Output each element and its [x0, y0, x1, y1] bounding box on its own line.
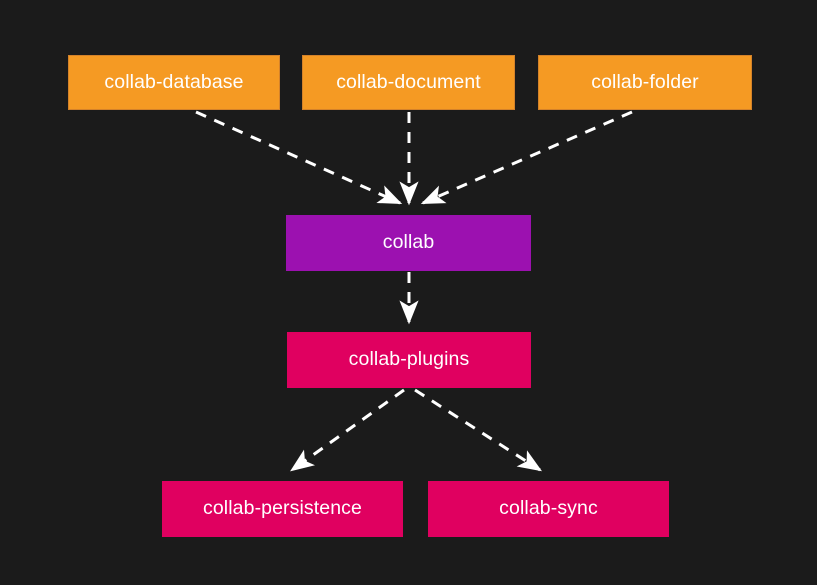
node-collab-database[interactable]: collab-database: [68, 55, 280, 110]
node-collab-plugins[interactable]: collab-plugins: [287, 332, 531, 388]
node-label: collab-persistence: [203, 497, 362, 520]
node-collab-folder[interactable]: collab-folder: [538, 55, 752, 110]
edge-collab-folder-to-collab: [420, 110, 633, 205]
node-collab[interactable]: collab: [286, 215, 531, 271]
node-label: collab-database: [104, 70, 244, 93]
node-collab-document[interactable]: collab-document: [302, 55, 515, 110]
edge-collab-plugins-to-collab-sync: [414, 388, 543, 472]
node-label: collab: [382, 231, 435, 254]
edge-collab-database-to-collab: [195, 110, 403, 205]
edges-group: [195, 110, 633, 472]
edge-collab-plugins-to-collab-persistence: [290, 388, 405, 472]
node-label: collab-document: [336, 70, 481, 93]
node-label: collab-folder: [591, 70, 699, 93]
node-label: collab-sync: [499, 497, 598, 520]
node-label: collab-plugins: [348, 348, 470, 371]
node-collab-sync[interactable]: collab-sync: [428, 481, 669, 537]
node-collab-persistence[interactable]: collab-persistence: [162, 481, 403, 537]
